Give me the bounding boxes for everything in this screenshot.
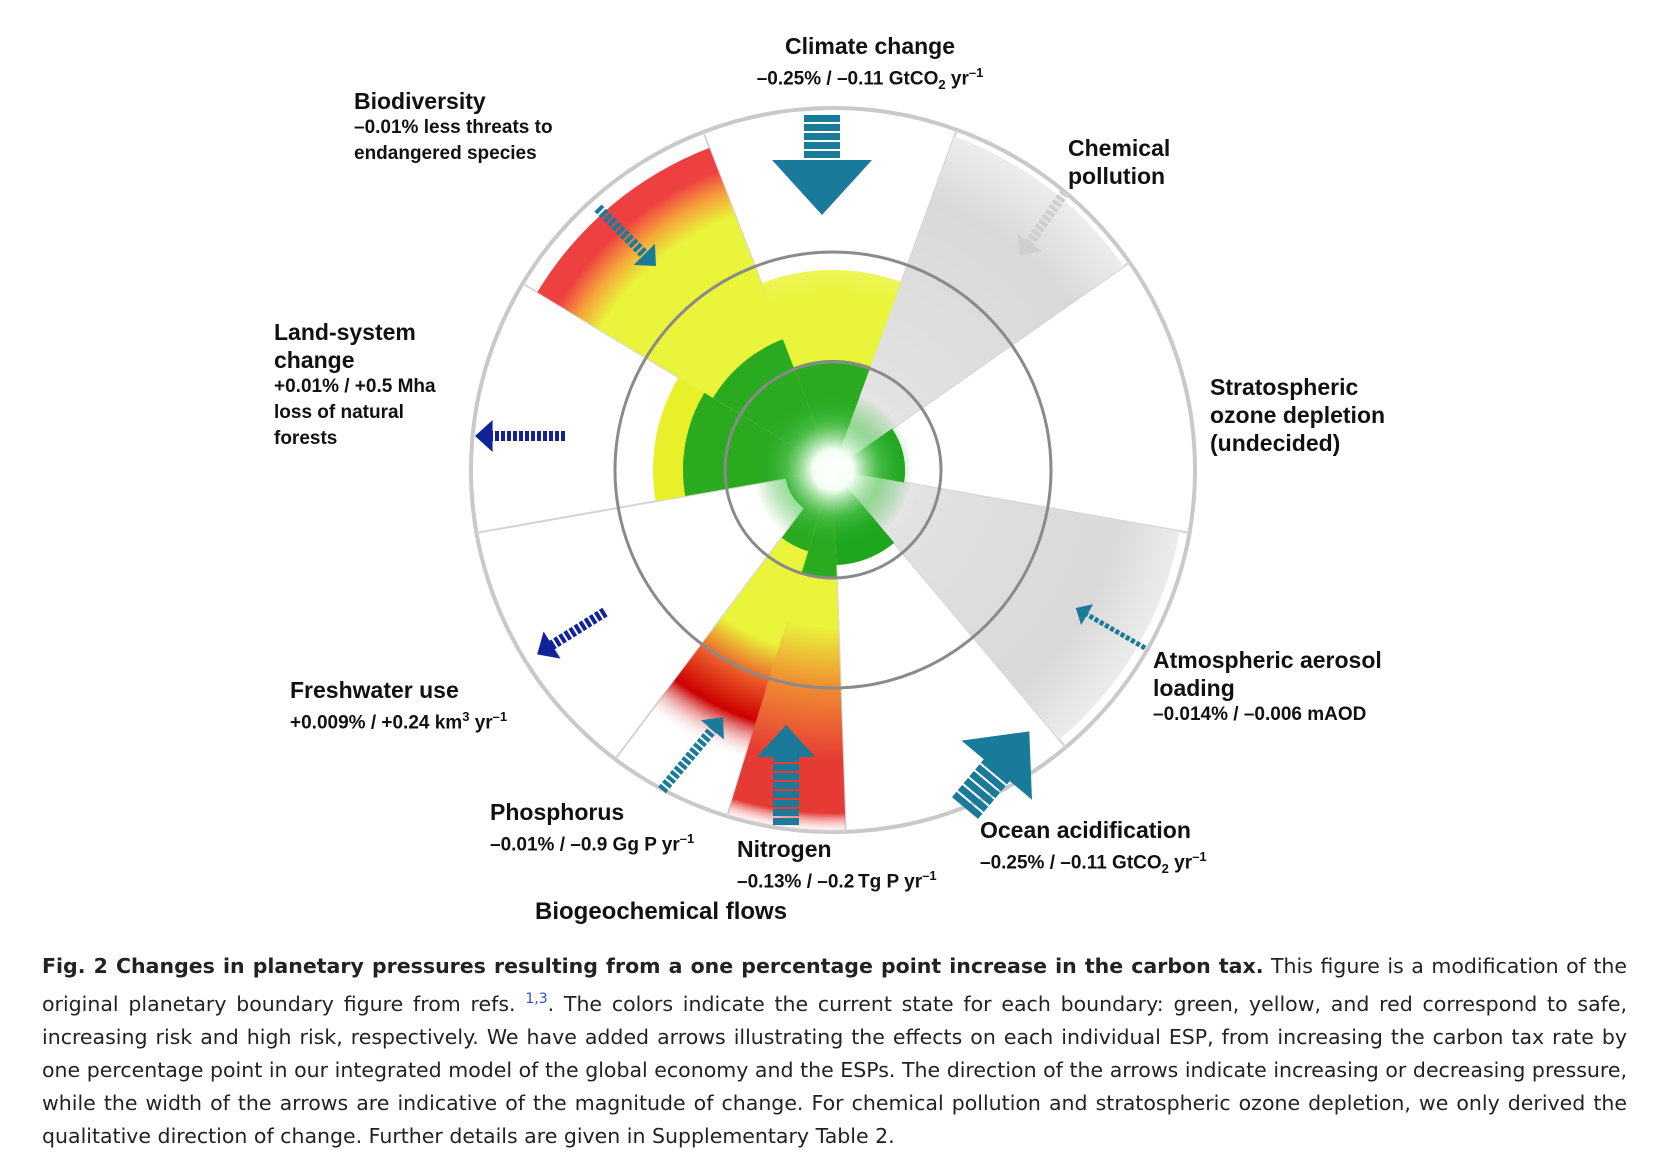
label-atmospheric-aerosol: Atmospheric aerosol loading –0.014% / –0… [1153, 646, 1382, 728]
arrow-nitrogen [757, 725, 815, 825]
freshwater-title: Freshwater use [290, 677, 459, 703]
arrow-chemical [1017, 189, 1070, 256]
sector-aerosol [833, 470, 1180, 740]
arrow-climate [772, 115, 872, 215]
center-glow [753, 390, 913, 550]
arrow-aerosol [1075, 604, 1147, 651]
arrow-ocean [951, 731, 1032, 819]
land-title: Land-system change [274, 319, 416, 373]
land-change-value: +0.01% / +0.5 Mha loss of natural forest… [274, 376, 436, 449]
arrow-biodiversity [594, 204, 656, 266]
label-ocean-acidification: Ocean acidification –0.25% / –0.11 GtCO2… [980, 817, 1207, 877]
caption-text-1: This figure is a modification of the ori… [42, 954, 1627, 1016]
label-land-system-change: Land-system change +0.01% / +0.5 Mha los… [274, 318, 436, 452]
label-biodiversity: Biodiversity –0.01% less threats to enda… [354, 87, 553, 167]
ozone-title: Stratospheric ozone depletion (undecided… [1210, 374, 1386, 456]
chemical-title: Chemical pollution [1068, 135, 1171, 189]
caption-references-link[interactable]: 1,3 [525, 991, 548, 1007]
ocean-change-value: –0.25% / –0.11 GtCO [980, 852, 1162, 874]
inner-boundary-ring [723, 360, 943, 580]
nitrogen-change-value: –0.13% / –0.2 Tg P yr [737, 871, 923, 893]
climate-title: Climate change [785, 33, 955, 59]
arrow-land [475, 420, 565, 452]
caption-text-2: . The colors indicate the current state … [42, 991, 1628, 1148]
outer-boundary-ring [613, 250, 1053, 690]
label-phosphorus: Phosphorus –0.01% / –0.9 Gg P yr–1 [490, 799, 695, 856]
nitrogen-title: Nitrogen [737, 836, 832, 862]
figure-caption: Fig. 2 Changes in planetary pressures re… [42, 950, 1627, 1153]
aerosol-change-value: –0.014% / –0.006 mAOD [1153, 704, 1367, 725]
label-freshwater-use: Freshwater use +0.009% / +0.24 km3 yr–1 [290, 677, 508, 734]
label-climate-change: Climate change –0.25% / –0.11 GtCO2 yr–1 [740, 32, 1000, 98]
biogeochemical-flows-label: Biogeochemical flows [535, 898, 788, 925]
label-nitrogen: Nitrogen –0.13% / –0.2 Tg P yr–1 [737, 836, 937, 893]
change-arrows [475, 115, 1147, 825]
freshwater-change-value: +0.009% / +0.24 km [290, 712, 463, 734]
label-chemical-pollution: Chemical pollution [1068, 134, 1170, 190]
biodiversity-change-value: –0.01% less threats to endangered specie… [354, 117, 553, 164]
caption-title: Fig. 2 Changes in planetary pressures re… [42, 954, 1264, 978]
phosphorus-title: Phosphorus [490, 799, 625, 825]
climate-change-value: –0.25% / –0.11 GtCO [756, 68, 939, 90]
biodiversity-title: Biodiversity [354, 88, 486, 114]
arrow-freshwater [537, 607, 608, 659]
aerosol-title: Atmospheric aerosol loading [1153, 647, 1382, 701]
ocean-title: Ocean acidification [980, 817, 1191, 843]
phosphorus-change-value: –0.01% / –0.9 Gg P yr [490, 834, 680, 856]
arrow-phosphorus [658, 717, 724, 794]
planetary-boundaries-diagram [469, 106, 1197, 834]
label-stratospheric-ozone: Stratospheric ozone depletion (undecided… [1210, 373, 1385, 457]
